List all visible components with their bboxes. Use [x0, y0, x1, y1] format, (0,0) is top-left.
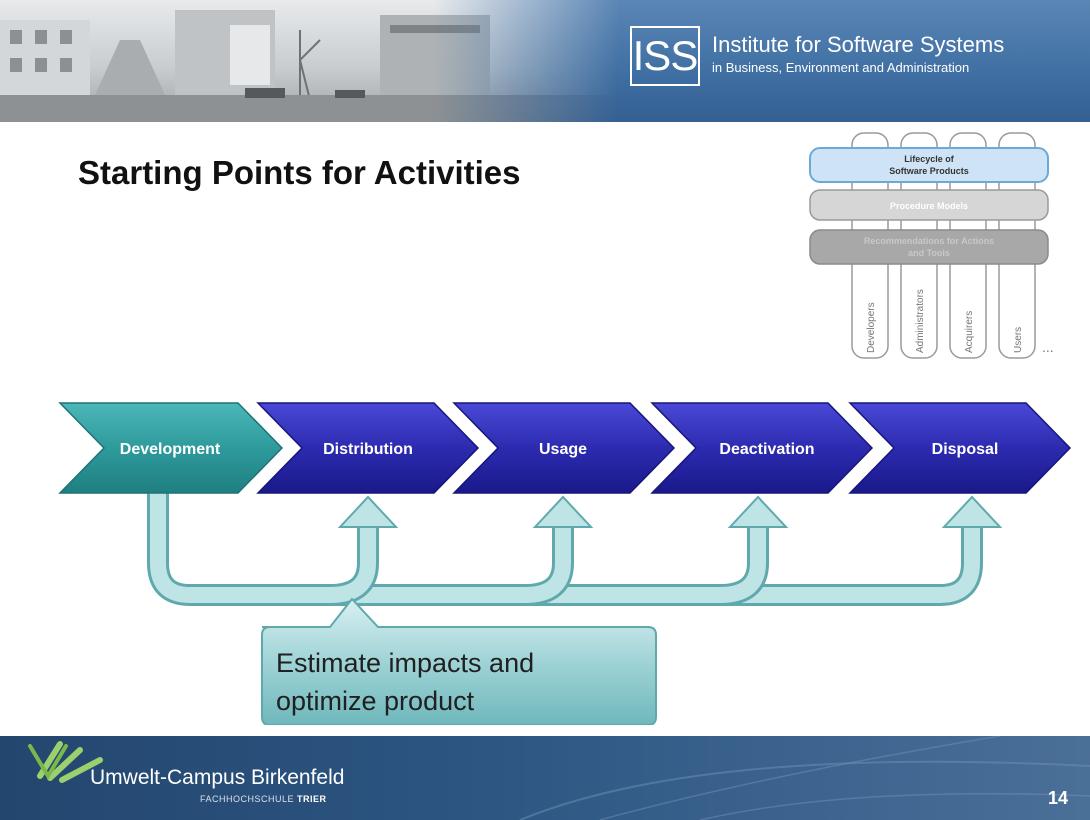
institute-title: Institute for Software Systems	[712, 32, 1005, 57]
leaf-texture	[28, 736, 1090, 820]
row-procedure-models-label: Procedure Models	[890, 201, 968, 211]
stage-label-usage: Usage	[539, 441, 587, 458]
university-name-prefix: FACHHOCHSCHULE	[200, 794, 298, 804]
university-name-bold: TRIER	[297, 794, 327, 804]
overview-diagram-svg: Lifecycle of Software Products Procedure…	[809, 132, 1054, 359]
slide-title: Starting Points for Activities	[78, 154, 521, 191]
arrowhead-disposal	[941, 495, 1003, 528]
row-lifecycle-line1: Lifecycle of	[904, 154, 955, 164]
more-columns-ellipsis: ...	[1042, 339, 1054, 355]
stage-distribution	[256, 402, 480, 494]
arrowhead-usage	[532, 495, 594, 528]
row-lifecycle-line2: Software Products	[889, 166, 969, 176]
callout-line-1: Estimate impacts and	[276, 648, 535, 678]
column-label-acquirers: Acquirers	[964, 311, 975, 353]
arrowhead-distribution	[337, 495, 399, 528]
feedback-connector	[147, 493, 983, 606]
row-lifecycle	[809, 147, 1049, 183]
stage-usage	[452, 402, 676, 494]
stage-label-deactivation: Deactivation	[719, 441, 814, 458]
callout-text: Estimate impacts and optimize product	[276, 644, 656, 720]
column-label-developers: Developers	[866, 302, 877, 353]
column-label-users: Users	[1013, 327, 1024, 353]
university-name: FACHHOCHSCHULE TRIER	[200, 794, 327, 804]
row-procedure-models	[809, 189, 1049, 221]
campus-photo-sketch	[0, 10, 620, 122]
row-recommendations-line2: and Tools	[908, 248, 950, 258]
iss-logo-text: ISS	[632, 32, 699, 79]
stage-label-development: Development	[120, 441, 221, 458]
arrowheads	[337, 495, 1003, 528]
arrowhead-deactivation	[727, 495, 789, 528]
stage-development	[58, 402, 284, 494]
callout-line-2: optimize product	[276, 686, 475, 716]
row-recommendations-line1: Recommendations for Actions	[864, 236, 994, 246]
stage-deactivation	[650, 402, 874, 494]
institute-subtitle: in Business, Environment and Administrat…	[712, 60, 970, 75]
campus-name: Umwelt-Campus Birkenfeld	[90, 766, 345, 789]
footer-banner: Umwelt-Campus Birkenfeld FACHHOCHSCHULE …	[0, 736, 1090, 820]
stage-label-distribution: Distribution	[323, 441, 413, 458]
column-label-administrators: Administrators	[915, 289, 926, 353]
stage-label-disposal: Disposal	[932, 441, 999, 458]
page-number: 14	[1048, 788, 1069, 808]
iss-logo: ISS	[630, 26, 700, 86]
stage-disposal	[848, 402, 1072, 494]
header-banner: ISS Institute for Software Systems in Bu…	[0, 0, 1090, 122]
row-recommendations	[809, 229, 1049, 265]
process-diagram: Development Distribution Usage Deactivat…	[58, 402, 1072, 725]
campus-photo	[0, 0, 620, 122]
overview-diagram: Lifecycle of Software Products Procedure…	[804, 128, 1074, 373]
